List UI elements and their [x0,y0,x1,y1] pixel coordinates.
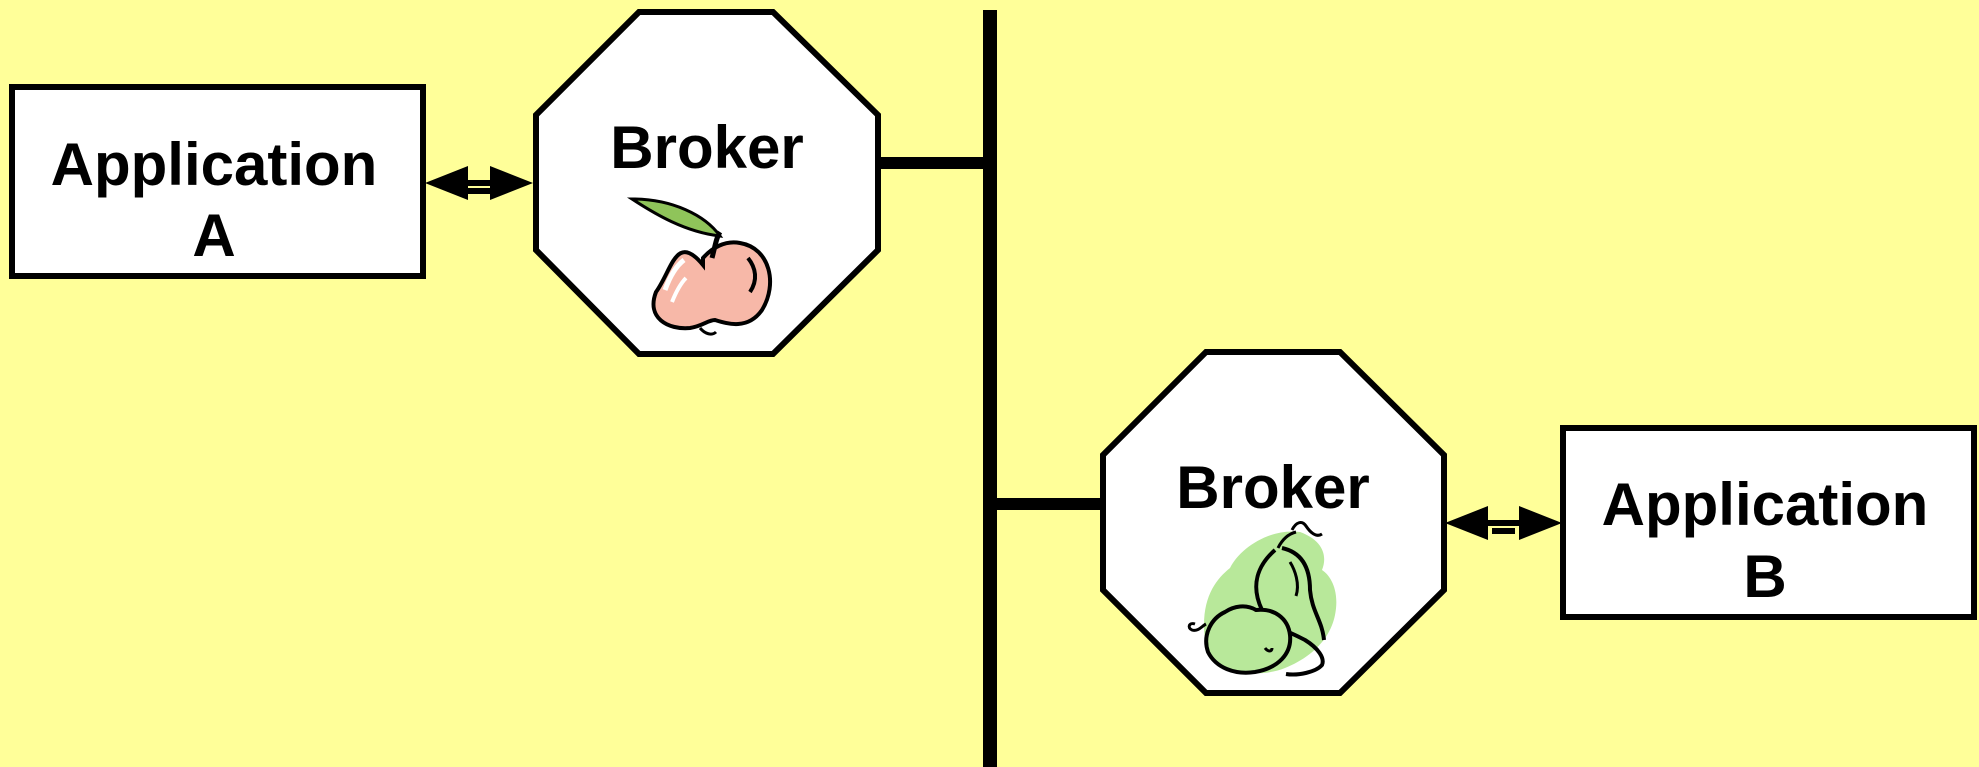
application-b-label-line2: B [1743,543,1786,610]
application-b-label-line1: Application [1602,471,1929,538]
broker-b-label: Broker [1176,454,1369,521]
double-arrow-b [1445,506,1562,540]
double-arrow-a [425,166,533,200]
application-a-label-line1: Application [51,131,378,198]
broker-a-octagon: Broker [533,9,881,357]
apple-icon [626,197,772,336]
pear-icon [1187,521,1337,677]
application-b-box: Application B [1560,425,1977,620]
application-a-label-line2: A [192,202,235,269]
broker-a-label: Broker [610,114,803,181]
broker-b-octagon: Broker [1100,349,1447,696]
application-a-box: Application A [9,84,426,279]
